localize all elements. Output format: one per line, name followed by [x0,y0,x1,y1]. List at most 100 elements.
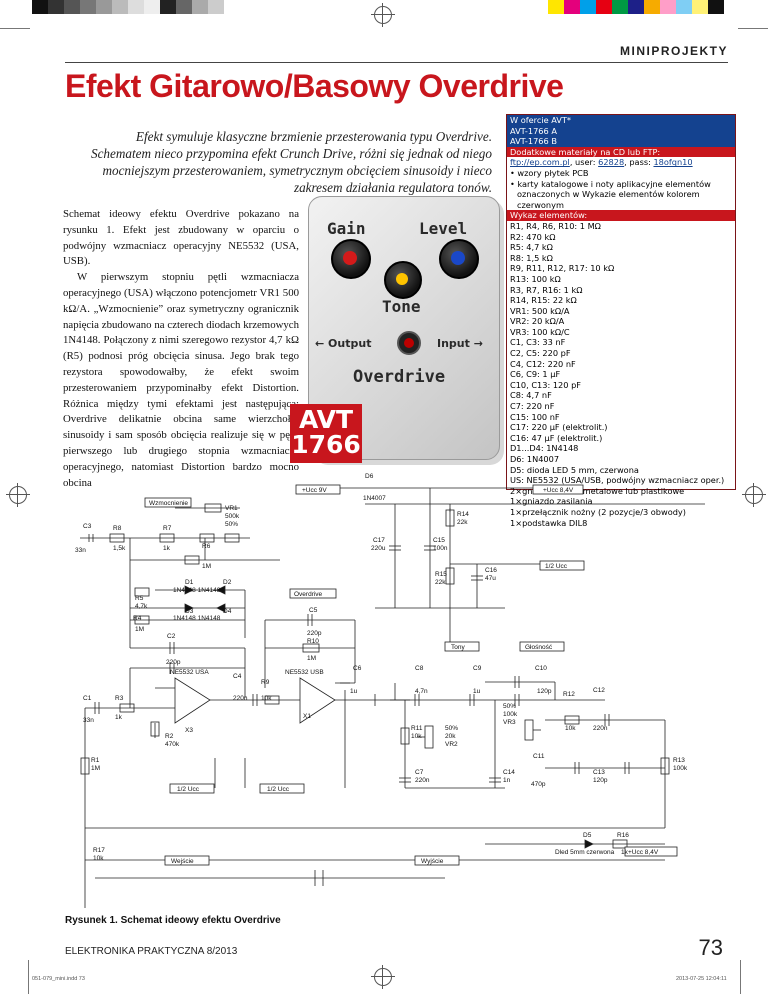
body-paragraph: Schemat ideowy efektu Overdrive pokazano… [63,208,299,268]
extra-item: • wzory płytek PCB [510,167,589,178]
label-c3: C3 [83,523,92,530]
label-tone: Tony [451,644,465,651]
label-r1: R1 [91,757,100,764]
pedal-input-label: Input → [437,337,483,350]
label-c10: C10 [535,665,547,672]
label-vr2: VR2 [445,741,458,748]
body-paragraph: W pierwszym stopniu pętli wzmacniacza op… [63,271,299,489]
label-c17-value: 220u [371,545,386,552]
pedal-output-label: ← Output [315,337,372,350]
schematic-wires [80,487,705,908]
label-c3-value: 33n [75,547,86,554]
label-c1: C1 [83,695,92,702]
parts-list-item: D1...D4: 1N4148 [510,443,579,454]
label-d1: D1 [185,579,194,586]
label-vr1-value: 500k [225,513,240,520]
print-slug-file: 051-079_mini.indd 73 [32,976,85,982]
label-x1: X1 [303,713,311,720]
label-c5-value: 220p [307,630,322,637]
label-c2: C2 [167,633,176,640]
label-r8: R8 [113,525,122,532]
label-half-ucc-1: 1/2 Ucc [177,786,200,793]
article-lead: Efekt symuluje klasyczne brzmienie przes… [90,129,492,195]
label-r1-value: 1M [91,765,100,772]
label-r16-value: 1k [621,849,629,856]
parts-list-label: Wykaz elementów: [507,210,735,221]
article-title: Efekt Gitarowo/Basowy Overdrive [65,68,564,104]
label-d6-type: 1N4007 [363,495,386,502]
label-volume: Głośność [525,644,553,651]
label-r17-value: 10k [93,855,104,862]
label-r8-value: 1,5k [113,545,126,552]
label-c13-value: 120p [593,777,608,784]
offer-label: W ofercie AVT* [507,115,735,126]
label-r17: R17 [93,847,105,854]
label-c6: C6 [353,665,362,672]
label-r9-value: 10k [261,695,272,702]
parts-list-item: C16: 47 μF (elektrolit.) [510,432,603,443]
label-c10-value: 120p [537,688,552,695]
label-x3: X3 [185,727,193,734]
schematic-boxes [144,484,678,866]
label-vr1: VR1 [225,505,238,512]
label-d6: D6 [365,473,374,480]
label-vr3-value: 100k [503,711,518,718]
parts-list-item: C8: 4,7 nF [510,390,552,401]
label-r11: R11 [411,725,423,732]
page-number: 73 [698,935,723,960]
label-d4: D4 [223,608,232,615]
label-c12-value: 220n [593,725,608,732]
label-vr3-pct: 50% [503,703,516,710]
label-r4-value: 1M [135,626,144,633]
parts-list-item: R2: 470 kΩ [510,231,556,242]
label-r12-value: 10k [565,725,576,732]
label-r10-value: 1M [307,655,316,662]
label-usa: NE5532 USA [170,669,209,676]
label-vr2-value: 20k [445,733,456,740]
parts-list-item: C7: 220 nF [510,401,555,412]
label-diodes-top: 1N4148 1N4148 [173,587,221,594]
label-c5: C5 [309,607,318,614]
schematic-diagram: D6 +Ucc 9V +Ucc 8,4V 1N4007 Wzmocnienie … [75,473,705,908]
label-r4: R4 [133,615,142,622]
label-r2: R2 [165,733,174,740]
parts-list-item: VR2: 20 kΩ/A [510,316,565,327]
label-c4: C4 [233,673,242,680]
label-c15: C15 [433,537,445,544]
parts-list-item: R9, R11, R12, R17: 10 kΩ [510,263,615,274]
pedal-tone-label: Tone [382,297,421,316]
label-r10: R10 [307,638,319,645]
label-c13: C13 [593,769,605,776]
label-r2-value: 470k [165,741,180,748]
parts-list-item: 1×gniazdo zasilania [510,496,593,507]
label-c4-value: 220n [233,695,248,702]
section-rule [65,62,728,63]
parts-list-item: C17: 220 μF (elektrolit.) [510,422,608,433]
registration-mark [6,483,30,507]
label-usb: NE5532 USB [285,669,324,676]
level-knob [439,239,479,279]
parts-list-item: R3, R7, R16: 1 kΩ [510,284,583,295]
parts-list-item: C10, C13: 120 pF [510,379,581,390]
registration-mark [371,3,395,27]
pedal-gain-label: Gain [327,219,366,238]
parts-list-item: VR3: 100 kΩ/C [510,326,570,337]
label-c14: C14 [503,769,515,776]
parts-list-item: C15: 100 nF [510,411,560,422]
gain-knob [331,239,371,279]
parts-list-item: D6: 1N4007 [510,454,560,464]
registration-mark [742,483,766,507]
label-r13-value: 100k [673,765,688,772]
parts-list-item: R13: 100 kΩ [510,273,561,284]
label-overdrive: Overdrive [294,591,323,598]
label-output-jack: Wyjście [421,858,444,865]
section-label: MINIPROJEKTY [619,44,728,58]
ftp-link[interactable]: ftp://ep.com.pl [510,157,570,168]
label-input-jack: Wejście [171,858,194,865]
schematic-labels: D6 +Ucc 9V +Ucc 8,4V 1N4007 Wzmocnienie … [75,473,688,865]
label-c8: C8 [415,665,424,672]
label-ucc84: +Ucc 8,4V [543,487,574,494]
parts-list-item: R8: 1,5 kΩ [510,252,553,263]
parts-list-item: R14, R15: 22 kΩ [510,295,577,306]
tone-knob [384,261,422,299]
